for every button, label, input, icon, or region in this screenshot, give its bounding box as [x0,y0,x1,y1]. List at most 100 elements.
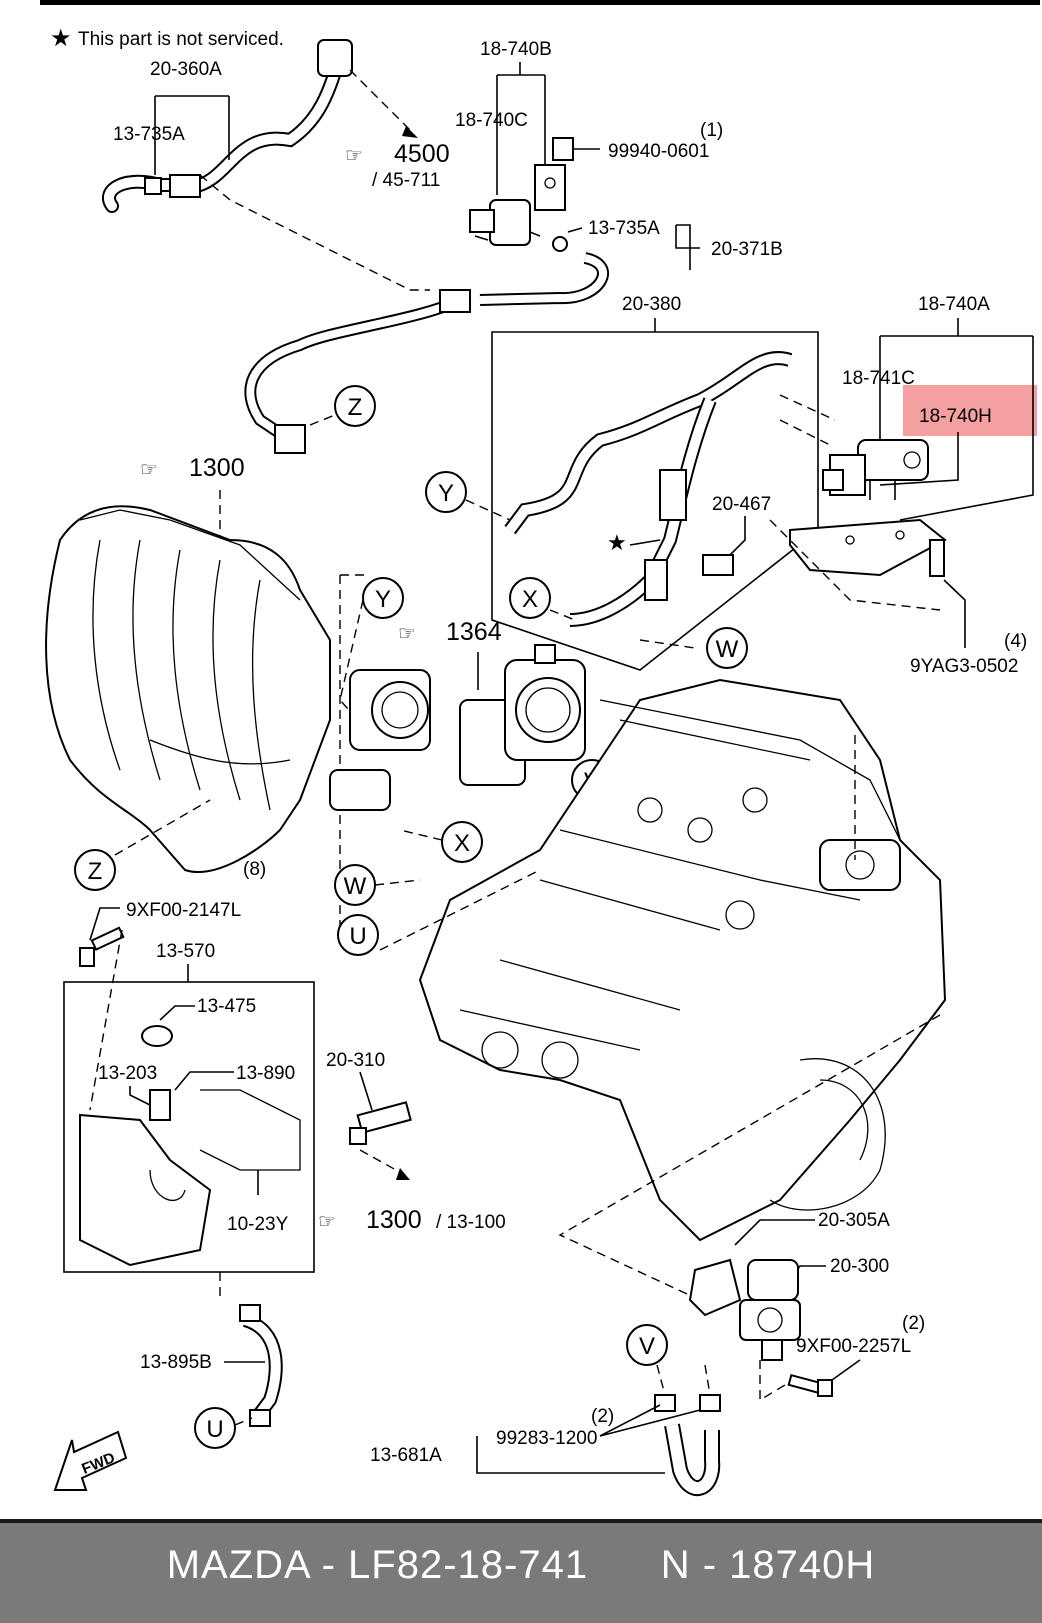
callout-z-bottom-text: Z [88,858,103,885]
intake-manifold [45,505,331,873]
clamp-13-735A [552,236,568,252]
leader-99283-1200 [599,1404,701,1437]
label-99283-1200: 99283-1200 [496,1428,597,1449]
leader-20-371B [567,224,700,270]
label-13-890: 13-890 [236,1063,295,1084]
leader-13-475 [159,1005,195,1021]
gasket-20-305A [688,1258,742,1317]
label-20-310: 20-310 [326,1050,385,1071]
leader-9YAG3 [943,579,966,648]
book-icon-1300-bottom: ☞ [318,1211,336,1233]
note-text: This part is not serviced. [78,29,284,50]
cover-13-570 [79,1089,301,1267]
dash-w-right [639,639,696,649]
dash-18-740A-a [779,394,836,446]
hose-13-895B [239,1304,283,1427]
hose-long-to-z [244,289,471,454]
callout-y-left [425,471,467,513]
ref-13-100: / 13-100 [436,1212,506,1233]
label-20-380: 20-380 [622,294,681,315]
hose-20-360A [102,39,353,213]
dash-bracket [769,519,941,611]
qty-9XF00-2147L: (8) [243,859,266,880]
label-13-735A-mid: 13-735A [588,218,660,239]
bracket-18-740A [789,518,947,577]
dash-x-left [549,609,576,621]
dash-engine-bottom [558,1014,941,1301]
label-9YAG3-0502: 9YAG3-0502 [910,656,1018,677]
label-18-740H: 18-740H [919,406,992,427]
leader-18-740H [879,432,959,486]
ref-1364: 1364 [446,618,502,646]
arrow-20-310 [396,1168,410,1180]
label-9XF00-2147L: 9XF00-2147L [126,900,241,921]
callout-v-bottom [626,1324,668,1366]
label-13-895B: 13-895B [140,1352,212,1373]
callout-w-left-text: W [344,873,367,900]
leader-20-305A [734,1219,815,1246]
box-20-380 [491,331,819,671]
label-13-681A: 13-681A [370,1445,442,1466]
callout-w-right-text: W [716,636,739,663]
label-18-740C: 18-740C [455,110,528,131]
callout-u-bottom-text: U [206,1416,223,1443]
label-20-467: 20-467 [712,494,771,515]
callout-x-left-text: X [522,586,538,613]
label-18-741C: 18-741C [842,368,915,389]
qty-9XF00-2257L: (2) [902,1313,925,1334]
dash-column-left [339,574,365,950]
label-13-475: 13-475 [197,996,256,1017]
dash-2147L [89,929,123,1111]
callout-x-mid-text: X [454,830,470,857]
qty-9YAG3-0502: (4) [1004,631,1027,652]
callout-w-right [706,627,748,669]
ref-4500: 4500 [394,140,450,168]
hose-13-681A [654,1394,721,1497]
dash-z-bottom [114,799,211,856]
leader-star [629,539,661,546]
leader-13-681A [476,1436,665,1474]
leader-18-740B [496,62,546,195]
dash-w-left [374,879,421,886]
clip-20-467 [702,554,734,576]
bolt-9YAG3-0502 [929,539,945,577]
label-20-360A: 20-360A [150,59,222,80]
dash-to-z-top [309,414,336,426]
ref-45-711: / 45-711 [372,170,440,191]
dash-x-mid [399,829,443,841]
label-10-23Y: 10-23Y [227,1214,289,1235]
book-icon-4500: ☞ [345,145,363,167]
dash-v-bottom [656,1364,711,1396]
footer-bar: MAZDA - LF82-18-741 N - 18740H [0,1519,1042,1623]
throttle-body-1364 [459,644,586,786]
box-13-570 [63,981,315,1273]
label-20-305A: 20-305A [818,1210,890,1231]
label-13-570: 13-570 [156,941,215,962]
leader-20-310 [359,1071,373,1111]
leader-9XF00-2147L [89,907,120,941]
star-icon: ★ [50,25,72,52]
highlight-box [903,385,1037,436]
leader-20-467 [724,516,746,561]
leader-13-890 [174,1071,234,1091]
label-20-300: 20-300 [830,1256,889,1277]
label-20-371B: 20-371B [711,239,783,260]
callout-x-mid [441,821,483,863]
arrow-to-4500 [402,126,418,138]
valve-13-203 [149,1089,171,1121]
ref-1300-top: 1300 [189,454,245,482]
fwd-arrow-icon: FWD [53,1430,128,1491]
label-18-740B: 18-740B [480,39,552,60]
qty-99940-0601: (1) [700,120,723,141]
callout-u-left [337,914,379,956]
label-18-740A: 18-740A [918,294,990,315]
hose-assembly-20-380 [504,351,793,627]
callout-z-bottom [74,849,116,891]
label-9XF00-2257L: 9XF00-2257L [796,1336,911,1357]
leader-18-740A [879,318,1034,521]
label-13-735A-top: 13-735A [113,124,185,145]
dash-u-bottom [234,1417,253,1426]
dash-top-left [199,174,430,291]
ref-1300-bottom: 1300 [366,1206,422,1234]
dash-20-310 [359,1149,406,1176]
